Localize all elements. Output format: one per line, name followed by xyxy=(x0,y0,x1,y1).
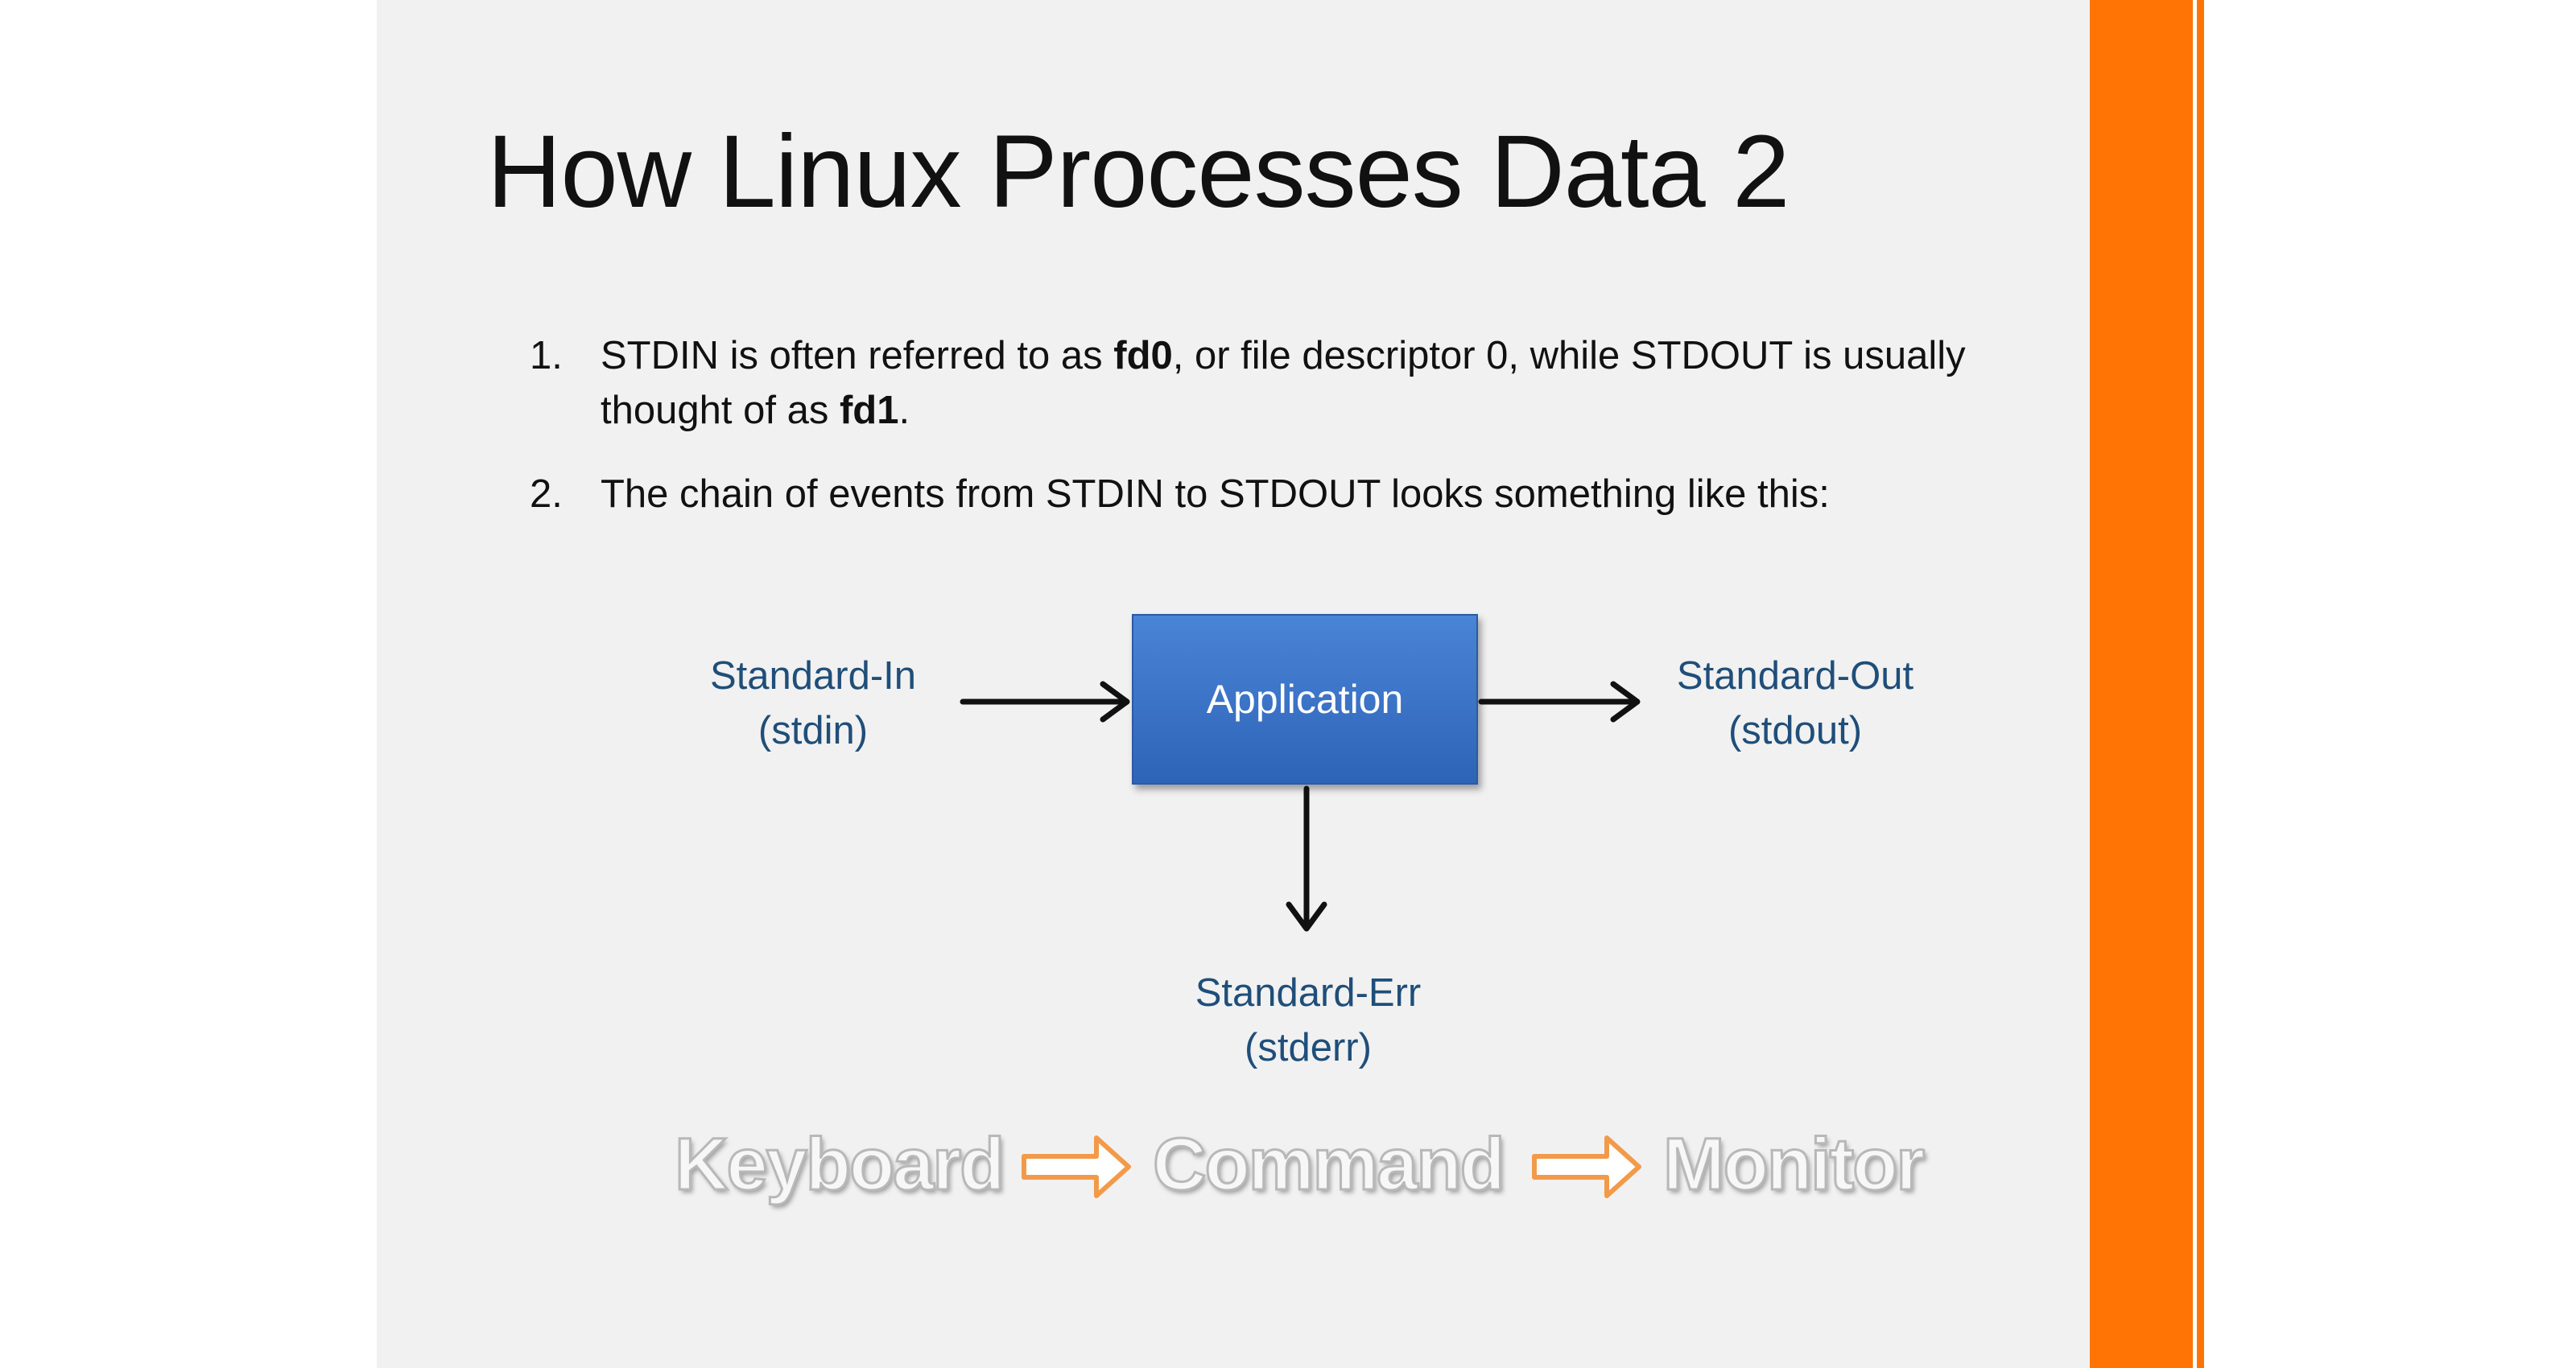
text-run: , or file descriptor 0, while STDOUT is … xyxy=(601,334,1966,432)
stdout-label-line2: (stdout) xyxy=(1728,709,1863,752)
list-item-number: 1. xyxy=(530,334,563,377)
list-item-text: STDIN is often referred to as fd0, or fi… xyxy=(601,334,1966,432)
application-label: Application xyxy=(1206,677,1404,722)
list-item-text: The chain of events from STDIN to STDOUT… xyxy=(601,472,1830,516)
stderr-label-line1: Standard-Err xyxy=(1195,971,1422,1015)
list-item: 1. STDIN is often referred to as fd0, or… xyxy=(525,328,2054,438)
stdout-label: Standard-Out (stdout) xyxy=(1658,649,1932,758)
side-bar-orange-edge xyxy=(2197,0,2204,1368)
stdin-label: Standard-In (stdin) xyxy=(692,649,934,758)
stdout-label-line1: Standard-Out xyxy=(1676,654,1914,698)
bullet-list: 1. STDIN is often referred to as fd0, or… xyxy=(525,328,2054,550)
stdin-label-line1: Standard-In xyxy=(709,654,917,698)
flow-step-keyboard: Keyboard xyxy=(673,1123,1005,1207)
text-run-bold: fd1 xyxy=(839,389,899,432)
list-item: 2. The chain of events from STDIN to STD… xyxy=(525,467,2054,521)
list-item-number: 2. xyxy=(530,472,563,516)
text-run: STDIN is often referred to as xyxy=(601,334,1114,377)
flow-step-monitor: Monitor xyxy=(1662,1123,1926,1207)
text-run: . xyxy=(898,389,910,432)
side-bar-white-stripe xyxy=(2193,0,2197,1368)
orange-side-bar xyxy=(2090,0,2204,1368)
flow-step-command: Command xyxy=(1152,1123,1507,1207)
slide-title: How Linux Processes Data 2 xyxy=(487,114,1790,229)
application-box: Application xyxy=(1132,614,1478,785)
stderr-label: Standard-Err (stderr) xyxy=(1175,966,1441,1075)
stderr-label-line2: (stderr) xyxy=(1245,1026,1372,1069)
stdin-label-line2: (stdin) xyxy=(758,709,869,752)
text-run: The chain of events from STDIN to STDOUT… xyxy=(601,472,1830,516)
text-run-bold: fd0 xyxy=(1113,334,1173,377)
